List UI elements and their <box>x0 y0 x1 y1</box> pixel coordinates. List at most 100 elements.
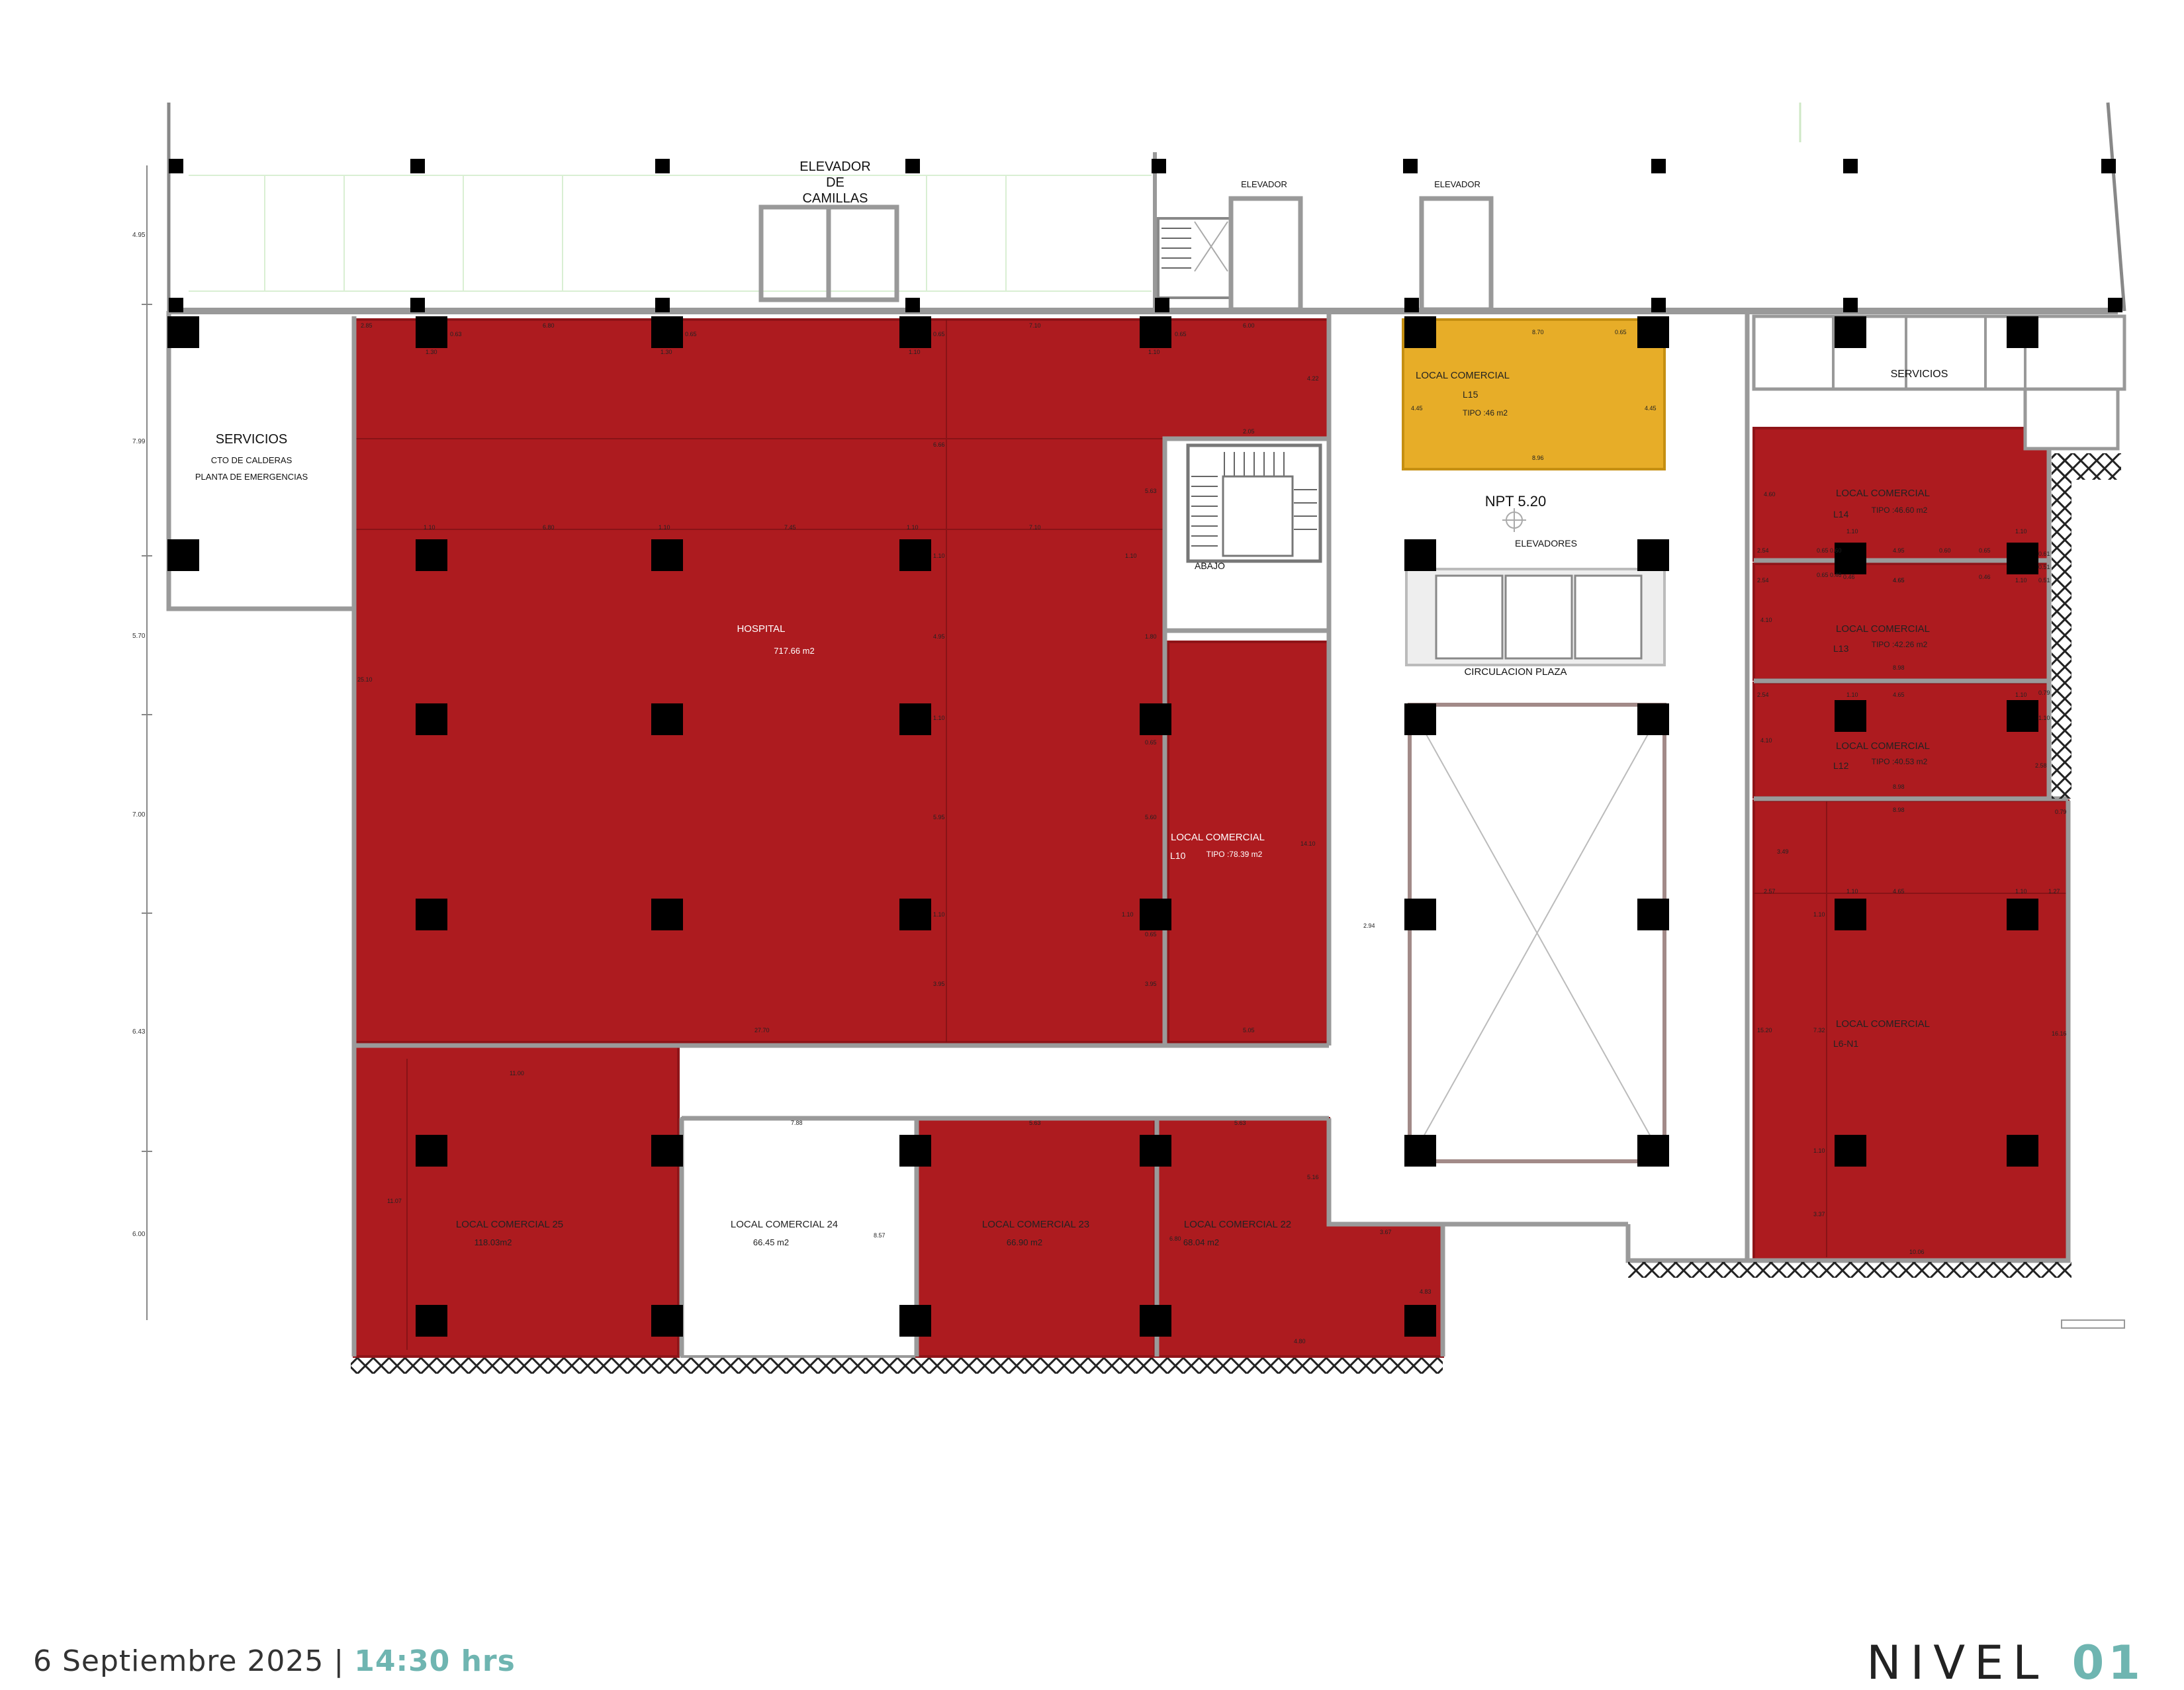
l23-area-text: 66.90 m2 <box>1007 1237 1042 1247</box>
dim-hm-4: 1.10 <box>907 524 919 531</box>
planta-label: PLANTA DE EMERGENCIAS <box>195 472 308 482</box>
dim-hv-6: 1.10 <box>933 911 945 918</box>
l13-area-text: TIPO :42.26 m2 <box>1872 640 1928 649</box>
dim-ht-2: 0.63 <box>450 331 462 337</box>
dim-l13-0: 2.54 <box>1757 577 1769 584</box>
columns <box>167 159 2122 1337</box>
dim-l10-0: 1.80 <box>1145 633 1157 640</box>
dim-l15-4: 8.96 <box>1532 455 1544 461</box>
footer-date: 6 Septiembre 2025 | 14:30 hrs <box>33 1644 516 1678</box>
elevator-shafts-top <box>758 196 1494 312</box>
dim-hv-5: 5.95 <box>933 814 945 821</box>
local-l15-area <box>1402 318 1666 470</box>
date-separator: | <box>334 1644 345 1678</box>
dim-l14-5: 4.95 <box>1893 547 1905 554</box>
hospital-name: HOSPITAL <box>737 623 785 635</box>
dim-l13-4: 0.46 <box>1979 574 1991 580</box>
dim-ht-8: 1.10 <box>909 349 921 355</box>
dim-stair-top: 2.05 <box>1243 428 1255 435</box>
dim-b-2: 7.88 <box>791 1120 803 1126</box>
dimension-texts: 2.85 1.30 0.63 6.80 1.30 0.65 7.10 0.65 … <box>357 322 2067 1345</box>
level-title: NIVEL 01 <box>1866 1636 2144 1690</box>
dim-l14-12: 4.65 <box>1893 577 1905 584</box>
l12-area-text: TIPO :40.53 m2 <box>1872 757 1928 766</box>
dim-hm-6: 1.10 <box>1125 553 1137 559</box>
l14-area-text: TIPO :46.60 m2 <box>1872 506 1928 515</box>
dim-hm-3: 7.45 <box>784 524 796 531</box>
plaza-void <box>1408 703 1666 1163</box>
dim-hosp-bottom: 27.70 <box>754 1027 770 1034</box>
l13-code: L13 <box>1833 643 1849 654</box>
dim-l13-3: 4.65 <box>1893 577 1905 584</box>
dim-l6-14: 10.06 <box>1909 1249 1925 1255</box>
dim-l10-1: 14.10 <box>1300 840 1316 847</box>
axis-dim-6: 6.00 <box>132 1231 146 1238</box>
dim-l12-8: 8.98 <box>1893 783 1905 790</box>
dim-l14-0: 4.60 <box>1764 491 1776 498</box>
dim-l12-1: 1.10 <box>1846 691 1858 698</box>
l15-area-text: TIPO :46 m2 <box>1463 408 1508 418</box>
elevador-camillas-line1: ELEVADOR <box>799 159 870 174</box>
dim-hv-9: 5.60 <box>1145 814 1157 821</box>
abajo-label: ABAJO <box>1195 560 1225 571</box>
dim-l14-11: 0.46 <box>1830 572 1842 578</box>
dim-l15-3: 4.45 <box>1645 405 1657 412</box>
circulacion-label: CIRCULACION PLAZA <box>1464 666 1567 678</box>
local-25-area <box>353 1044 680 1358</box>
dim-l13-6: 0.51 <box>2038 577 2050 584</box>
elevator-bank: NPT 5.20 ELEVADORES CIRCULACION PLAZA <box>1405 493 1666 678</box>
dim-l6-2: 3.49 <box>1777 848 1789 855</box>
dim-hm-5: 7.10 <box>1029 524 1041 531</box>
dim-l12-7: 2.58 <box>2035 762 2047 769</box>
axis-dim-1: 4.95 <box>132 232 146 239</box>
scale-mark <box>2061 1319 2125 1329</box>
dim-l6-3: 2.57 <box>1764 888 1776 895</box>
dim-l14-6: 0.60 <box>1939 547 1951 554</box>
dim-hv-7: 3.95 <box>933 981 945 987</box>
elevador-camillas-line3: CAMILLAS <box>803 191 868 206</box>
l23-name: LOCAL COMERCIAL 23 <box>982 1219 1089 1230</box>
axis-dim-2: 7.99 <box>132 438 146 445</box>
dim-b-1: 11.07 <box>387 1198 402 1204</box>
dim-l14-1: 1.10 <box>1846 528 1858 535</box>
dim-l6-7: 1.27 <box>2048 888 2060 895</box>
dim-ht-0: 2.85 <box>361 322 373 329</box>
dim-l12-0: 2.54 <box>1757 691 1769 698</box>
dim-b-6: 5.16 <box>1307 1174 1319 1180</box>
elevador-camillas-line2: DE <box>826 175 844 190</box>
dim-b-8: 4.80 <box>1294 1338 1306 1345</box>
dim-hosp-side: 25.10 <box>357 676 373 683</box>
calderas-label: CTO DE CALDERAS <box>211 455 293 465</box>
dim-ht-5: 0.65 <box>685 331 697 337</box>
l24-area-text: 66.45 m2 <box>753 1237 789 1247</box>
top-labels: ELEVADOR DE CAMILLAS ELEVADOR ELEVADOR <box>799 159 1480 206</box>
dim-ht-1: 1.30 <box>426 349 437 355</box>
dim-l12-3: 1.10 <box>2015 691 2027 698</box>
l12-name: LOCAL COMERCIAL <box>1836 740 1930 752</box>
dim-b-7: 3.67 <box>1380 1229 1392 1235</box>
l14-code: L14 <box>1833 509 1849 519</box>
dim-hm-2: 1.10 <box>659 524 670 531</box>
npt-label: NPT 5.20 <box>1485 493 1547 510</box>
dim-l6-12: 1.10 <box>1813 1147 1825 1154</box>
dim-b-4: 5.63 <box>1029 1120 1041 1126</box>
dim-b-10: 6.80 <box>1169 1235 1181 1242</box>
dim-l14-2: 2.54 <box>1757 547 1769 554</box>
servicios-left-title: SERVICIOS <box>216 432 288 447</box>
north-strip <box>167 102 2126 314</box>
dim-ht-9: 0.65 <box>1175 331 1187 337</box>
dim-l12-2: 4.65 <box>1893 691 1905 698</box>
dim-hv-3: 4.95 <box>933 633 945 640</box>
dim-l12-5: 4.10 <box>1760 737 1772 744</box>
stair-north <box>1157 217 1232 299</box>
dim-l14-3: 0.65 <box>1817 547 1829 554</box>
l12-code: L12 <box>1833 760 1849 771</box>
dim-l10-3: 2.94 <box>1363 922 1375 929</box>
l22-name: LOCAL COMERCIAL 22 <box>1184 1219 1291 1230</box>
hatched-edges <box>351 453 2121 1374</box>
unit-labels: HOSPITAL 717.66 m2 LOCAL COMERCIAL L10 T… <box>456 370 1930 1247</box>
l10-name: LOCAL COMERCIAL <box>1171 832 1265 843</box>
dim-l6-11: 16.16 <box>2052 1030 2067 1037</box>
dim-l14-7: 0.65 <box>1979 547 1991 554</box>
dim-ht-6: 7.10 <box>1029 322 1041 329</box>
